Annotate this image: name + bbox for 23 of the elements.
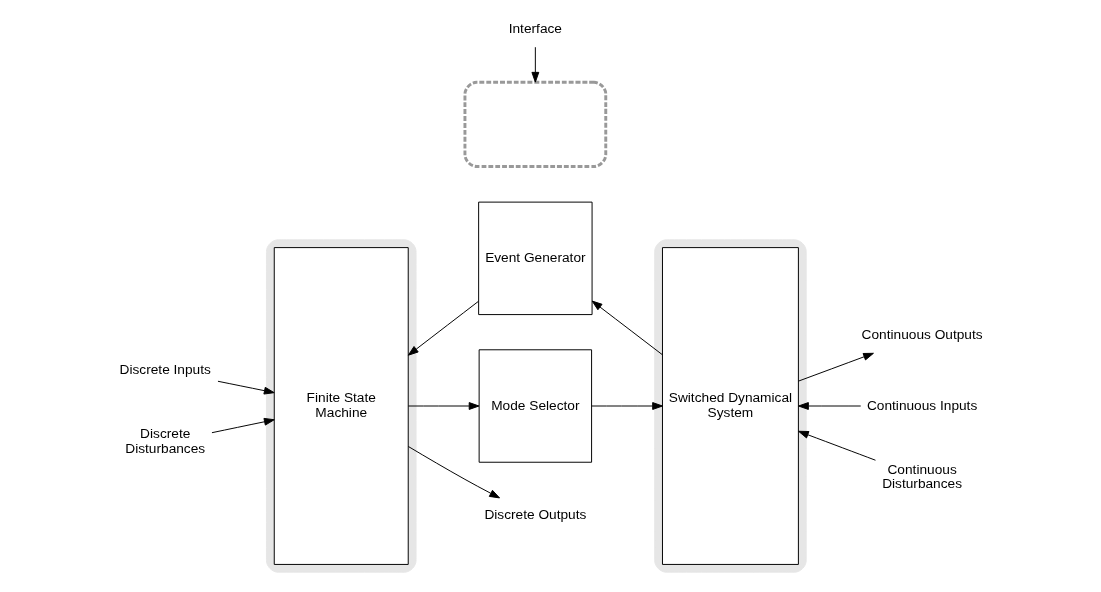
arrow xyxy=(210,417,275,434)
arrow xyxy=(591,300,663,356)
arrow xyxy=(407,402,479,410)
arrow xyxy=(797,352,874,382)
node-box: Event Generator xyxy=(477,201,593,316)
node-box xyxy=(463,80,607,168)
arrow xyxy=(407,300,479,356)
node-box: Mode Selector xyxy=(478,349,592,463)
node-text: Interface xyxy=(508,21,562,37)
arrow xyxy=(797,430,876,461)
arrow xyxy=(590,402,663,410)
node-text: Discrete Inputs xyxy=(119,362,211,378)
node-box: Finite State Machine xyxy=(273,247,409,565)
node-text: Continuous Outputs xyxy=(861,327,983,343)
arrow xyxy=(407,446,500,499)
arrow xyxy=(797,402,861,410)
node-text: Continuous Disturbances xyxy=(881,461,962,492)
node-box: Switched Dynamical System xyxy=(661,247,799,565)
arrow xyxy=(216,380,275,395)
arrow xyxy=(530,46,539,83)
node-text: Continuous Inputs xyxy=(866,397,977,413)
node-text: Discrete Outputs xyxy=(483,507,586,523)
node-text: Discrete Disturbances xyxy=(124,426,205,457)
